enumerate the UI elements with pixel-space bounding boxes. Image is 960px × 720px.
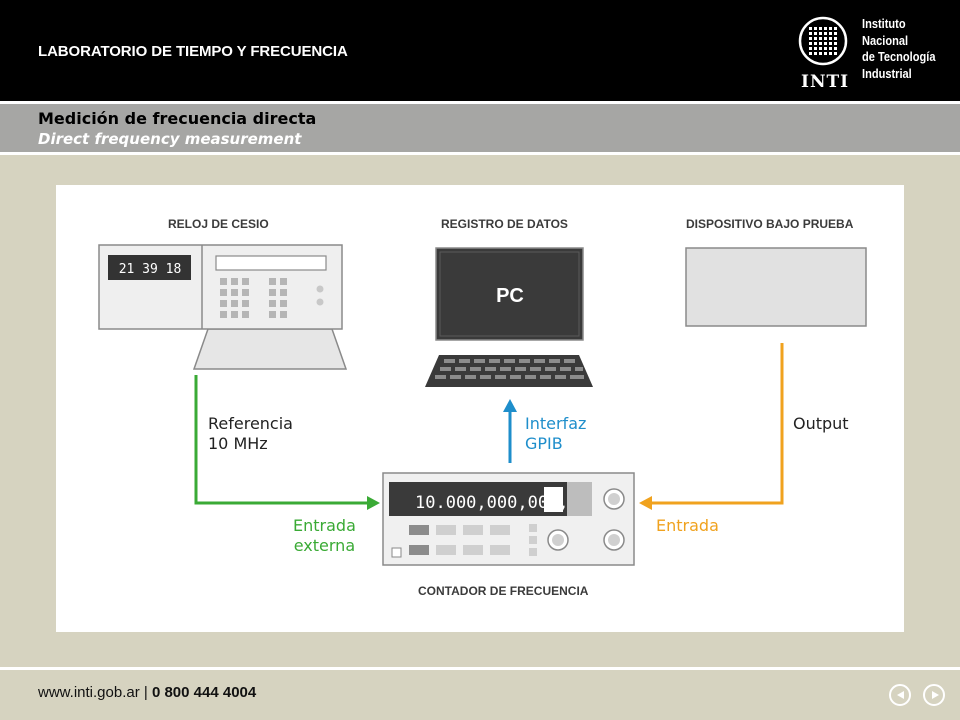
contact-separator: | <box>139 684 152 701</box>
cesium-clock-label: RELOJ DE CESIO <box>168 217 269 231</box>
logo-line: Instituto <box>862 16 906 31</box>
divider-line <box>0 667 960 670</box>
previous-slide-button[interactable] <box>889 684 911 706</box>
triangle-right-icon <box>932 691 939 699</box>
inti-emblem-icon <box>798 16 848 66</box>
gpib-label-line: GPIB <box>525 434 563 453</box>
input-label: Entrada <box>656 516 719 535</box>
gpib-label-line: Interfaz <box>525 414 587 433</box>
frequency-counter-device: 10.000,000,000,0 <box>382 472 635 566</box>
lab-title: LABORATORIO DE TIEMPO Y FRECUENCIA <box>38 43 348 60</box>
counter-label: CONTADOR DE FRECUENCIA <box>418 584 589 598</box>
diagram-panel: 21 39 18 PC <box>56 185 904 632</box>
dut-device <box>685 247 867 327</box>
logo-line: Nacional <box>862 32 909 48</box>
website-link[interactable]: www.inti.gob.ar <box>38 684 140 701</box>
pc-label: PC <box>496 285 524 307</box>
arrow-left-icon <box>639 496 652 510</box>
inti-logo: INTI Instituto Nacional de Tecnología In… <box>795 14 945 94</box>
phone-number: 0 800 444 4004 <box>151 684 257 701</box>
external-input-label-line: Entrada <box>293 516 356 535</box>
cesium-clock-device: 21 39 18 <box>98 244 348 370</box>
reference-connection <box>194 375 380 510</box>
counter-display-text: 10.000,000,000,0 <box>415 493 579 513</box>
data-logger-label: REGISTRO DE DATOS <box>441 217 568 231</box>
logo-abbrev: INTI <box>801 72 850 92</box>
external-input-label-line: externa <box>293 536 356 555</box>
diagram-canvas: 21 39 18 PC <box>98 244 867 566</box>
footer: www.inti.gob.ar | 0 800 444 4004 <box>0 671 960 720</box>
arrow-up-icon <box>503 399 517 412</box>
reference-label: Referencia 10 MHz <box>208 414 293 454</box>
next-slide-button[interactable] <box>923 684 945 706</box>
output-label: Output <box>793 414 849 433</box>
contact-info: www.inti.gob.ar | 0 800 444 4004 <box>38 684 256 701</box>
header-bar: LABORATORIO DE TIEMPO Y FRECUENCIA INTI … <box>0 0 960 101</box>
logo-line: de Tecnología <box>862 49 936 64</box>
gpib-label: Interfaz GPIB <box>525 414 586 454</box>
divider-line <box>0 152 960 155</box>
logo-org-name: Instituto Nacional de Tecnología Industr… <box>862 16 935 82</box>
reference-label-line: Referencia <box>208 414 293 433</box>
triangle-left-icon <box>897 691 904 699</box>
subtitle-spanish: Medición de frecuencia directa <box>38 109 317 128</box>
output-connection <box>639 343 784 510</box>
pc-device: PC <box>425 247 593 387</box>
subtitle-english: Direct frequency measurement <box>38 130 302 148</box>
reference-label-line: 10 MHz <box>208 434 268 453</box>
logo-line: Industrial <box>862 65 912 81</box>
external-input-label: Entrada externa <box>293 516 356 556</box>
subtitle-band: Medición de frecuencia directa Direct fr… <box>0 104 960 152</box>
gpib-connection <box>503 399 517 463</box>
arrow-right-icon <box>367 496 380 510</box>
dut-label: DISPOSITIVO BAJO PRUEBA <box>686 217 854 231</box>
divider-line <box>0 101 960 104</box>
clock-display-text: 21 39 18 <box>119 262 182 277</box>
